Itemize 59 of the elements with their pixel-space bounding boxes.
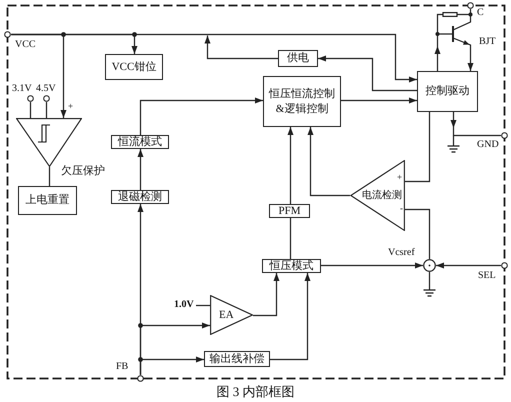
- connector-line: [46, 102, 48, 118]
- amplifier-label: 电流检测: [362, 190, 402, 201]
- arrow: [253, 273, 280, 316]
- pin-label: VCC: [15, 39, 36, 50]
- pin-label: GND: [477, 139, 499, 150]
- arrow: [138, 149, 144, 190]
- block-caption: 欠压保护: [61, 166, 105, 177]
- pin-terminal-icon: [137, 375, 144, 382]
- pin-terminal-icon: [43, 95, 50, 102]
- amplifier-label: EA: [219, 309, 234, 321]
- function-block: VCC钳位: [105, 54, 163, 80]
- arrow: [436, 262, 501, 268]
- pin-label: C: [477, 7, 484, 18]
- arrow: [450, 112, 501, 136]
- function-block: 恒压模式: [262, 259, 321, 273]
- arrow: [468, 46, 474, 71]
- component-label: BJT: [479, 36, 496, 47]
- signal-label: Vcsref: [388, 247, 415, 258]
- arrow: [321, 262, 423, 268]
- arrow: [204, 36, 278, 60]
- arrow: [140, 356, 204, 375]
- arrow: [11, 34, 417, 82]
- connector-line: [30, 102, 32, 118]
- polarity-sign: -: [400, 204, 403, 213]
- function-block: 恒流模式: [111, 135, 169, 149]
- connector-line: [405, 208, 430, 259]
- pin-label: FB: [116, 361, 128, 372]
- connector-line: [196, 304, 210, 306]
- pin-label: SEL: [478, 270, 496, 281]
- function-block: 上电重置: [18, 186, 77, 215]
- connector-line: [405, 112, 430, 182]
- connector-line: [48, 167, 50, 186]
- reference-voltage-label: 1.0V: [174, 299, 196, 311]
- pin-terminal-icon: [27, 95, 34, 102]
- function-block: 控制驱动: [417, 71, 478, 112]
- comparator-symbol: [16, 118, 82, 167]
- arrow: [434, 46, 440, 71]
- polarity-sign: +: [68, 102, 74, 111]
- function-block: 输出线补偿: [204, 351, 270, 367]
- function-block: 退磁检测: [111, 190, 169, 204]
- polarity-sign: +: [397, 173, 402, 182]
- arrow: [140, 98, 263, 135]
- function-block: 供电: [278, 50, 318, 67]
- voltage-label: 3.1V: [12, 83, 32, 94]
- summing-junction-icon: [423, 259, 436, 272]
- figure-caption: 图 3 内部框图: [216, 384, 294, 400]
- function-block: 恒压恒流控制&逻辑控制: [263, 76, 341, 127]
- arrow: [288, 127, 294, 204]
- pin-terminal-icon: [501, 262, 508, 269]
- arrow: [341, 98, 417, 104]
- pin-terminal-icon: [467, 2, 474, 9]
- arrow: [308, 127, 350, 196]
- connector-line: [290, 218, 292, 259]
- pin-terminal-icon: [501, 132, 508, 139]
- arrow: [270, 273, 310, 360]
- function-block: PFM: [269, 204, 310, 218]
- pin-terminal-icon: [4, 31, 11, 38]
- voltage-label: 4.5V: [36, 83, 56, 94]
- arrow: [318, 56, 417, 92]
